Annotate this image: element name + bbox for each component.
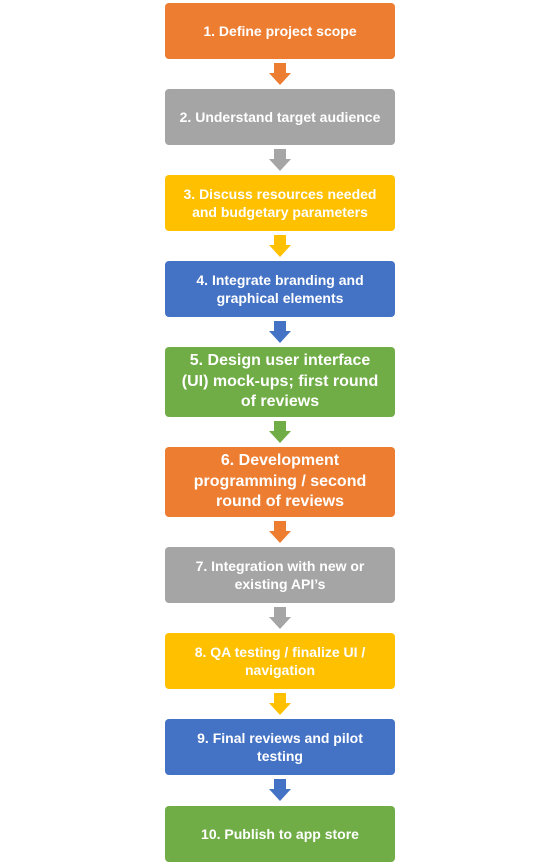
step-8-box: 8. QA testing / finalize UI / navigation: [165, 633, 395, 689]
step-9-label: 9. Final reviews and pilot testing: [197, 729, 363, 764]
down-arrow-icon: [269, 521, 291, 543]
step-6-box: 6. Development programming / second roun…: [165, 447, 395, 517]
step-7-label: 7. Integration with new or existing API’…: [195, 557, 365, 592]
down-arrow-icon: [269, 235, 291, 257]
step-8-label: 8. QA testing / finalize UI / navigation: [194, 643, 366, 678]
step-2-label: 2. Understand target audience: [179, 108, 381, 125]
step-3-label: 3. Discuss resources needed and budgetar…: [183, 185, 377, 220]
step-7-box: 7. Integration with new or existing API’…: [165, 547, 395, 603]
step-6-label: 6. Development programming / second roun…: [193, 451, 367, 511]
down-arrow-icon: [269, 693, 291, 715]
down-arrow-icon: [269, 321, 291, 343]
down-arrow-icon: [269, 421, 291, 443]
down-arrow-icon: [269, 63, 291, 85]
step-5-label: 5. Design user interface (UI) mock-ups; …: [181, 351, 379, 411]
step-4-label: 4. Integrate branding and graphical elem…: [196, 271, 364, 306]
step-1-box: 1. Define project scope: [165, 3, 395, 59]
down-arrow-icon: [269, 149, 291, 171]
step-5-box: 5. Design user interface (UI) mock-ups; …: [165, 347, 395, 417]
step-3-box: 3. Discuss resources needed and budgetar…: [165, 175, 395, 231]
step-10-box: 10. Publish to app store: [165, 806, 395, 862]
step-1-label: 1. Define project scope: [203, 22, 357, 39]
down-arrow-icon: [269, 607, 291, 629]
down-arrow-icon: [269, 779, 291, 801]
step-2-box: 2. Understand target audience: [165, 89, 395, 145]
step-9-box: 9. Final reviews and pilot testing: [165, 719, 395, 775]
step-10-label: 10. Publish to app store: [201, 825, 359, 842]
step-4-box: 4. Integrate branding and graphical elem…: [165, 261, 395, 317]
